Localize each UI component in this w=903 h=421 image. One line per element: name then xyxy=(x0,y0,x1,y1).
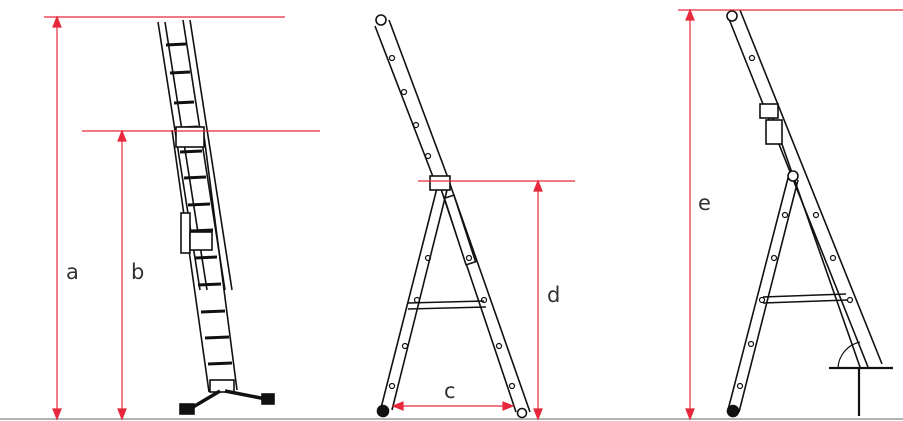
dimension-lines xyxy=(44,8,903,421)
rivet xyxy=(388,54,396,62)
rivet xyxy=(736,382,744,390)
spreader-bar xyxy=(407,306,487,310)
ladder-foot xyxy=(376,404,390,418)
rivet xyxy=(480,296,488,304)
ladder-rail xyxy=(769,109,861,368)
ladder-rail xyxy=(189,19,233,291)
ladder-rail xyxy=(380,187,438,409)
ladder-rung xyxy=(194,255,218,260)
ladder-guide-bracket xyxy=(180,212,191,254)
dimension-c-arrow-right xyxy=(502,401,515,411)
ladder-guide-bracket xyxy=(189,231,213,251)
ladder-rung xyxy=(179,149,203,154)
ladder-top-cap xyxy=(726,10,738,22)
ladder-rail xyxy=(739,9,883,365)
spreader-bar xyxy=(762,299,849,304)
ladder-rung xyxy=(204,335,230,340)
spreader-bar xyxy=(407,300,485,304)
step-ladder xyxy=(374,14,531,419)
dimension-a-arrow-top xyxy=(52,15,62,28)
ladder-rivets xyxy=(736,54,854,390)
hinge-bolt xyxy=(787,170,799,182)
rivet xyxy=(400,88,408,96)
dimension-b-arrow-top xyxy=(117,129,127,142)
dimension-c-arrow-left xyxy=(391,401,404,411)
dimension-d-label: d xyxy=(547,283,560,307)
ladder-rung xyxy=(165,42,187,47)
ladder-rail xyxy=(202,127,238,391)
ladder-foot-block xyxy=(209,379,235,393)
rivet xyxy=(747,340,755,348)
ladder-rungs xyxy=(165,42,233,366)
ladder-foot xyxy=(726,404,740,418)
ladder-rung xyxy=(190,228,214,233)
combination-ladder xyxy=(726,9,893,418)
dimension-e-arrow-bottom xyxy=(685,408,695,421)
rivet xyxy=(424,254,432,262)
rivet xyxy=(770,254,778,262)
guide-channel xyxy=(443,194,477,266)
spreader-bar xyxy=(762,293,847,298)
extension-ladder xyxy=(157,19,275,415)
rivet xyxy=(413,296,421,304)
ladder-rung xyxy=(187,202,211,207)
ladder-rail xyxy=(374,25,436,183)
rivet xyxy=(495,342,503,350)
stabiliser-foot xyxy=(179,403,195,415)
rivet xyxy=(781,211,789,219)
rivet xyxy=(812,211,820,219)
ladder-rung xyxy=(197,282,222,287)
guide-bracket xyxy=(759,103,779,119)
angle-arc xyxy=(837,341,861,369)
ladder-rail xyxy=(727,177,789,411)
ladder-rail xyxy=(738,179,799,413)
rivet xyxy=(465,254,473,262)
rivet xyxy=(401,342,409,350)
rivet xyxy=(412,121,420,129)
rivet xyxy=(748,54,756,62)
rivet xyxy=(829,254,837,262)
ladder-rail xyxy=(388,19,449,179)
guide-bracket xyxy=(765,119,783,145)
stabiliser-foot xyxy=(261,393,275,405)
dimension-d-arrow-bottom xyxy=(533,408,543,421)
ladder-rung xyxy=(183,175,207,180)
dimension-e-label: e xyxy=(698,191,711,215)
dimension-b-arrow-bottom xyxy=(117,408,127,421)
hinge-block xyxy=(429,175,451,191)
stabiliser-bar xyxy=(224,389,267,401)
ladder-rung xyxy=(207,361,233,366)
dimension-b-label: b xyxy=(131,260,144,284)
rivet xyxy=(388,382,396,390)
rivet xyxy=(846,296,854,304)
ladder-foot xyxy=(516,407,528,419)
ladder-rail xyxy=(171,129,210,393)
ladder-rung xyxy=(169,70,191,75)
ladder-rung xyxy=(200,309,226,314)
rivet xyxy=(508,382,516,390)
rivet xyxy=(424,152,432,160)
dimension-a-arrow-bottom xyxy=(52,408,62,421)
ladder-rivets xyxy=(388,54,516,390)
dimension-e-arrow-top xyxy=(685,8,695,21)
ladder-guide-bracket xyxy=(175,126,205,148)
dimension-a-label: a xyxy=(66,260,79,284)
ladder-top-cap xyxy=(375,14,387,26)
dimension-c-label: c xyxy=(444,379,456,403)
ladder-rung xyxy=(173,100,195,105)
rivet xyxy=(758,296,766,304)
dimension-d-arrow-top xyxy=(533,179,543,192)
